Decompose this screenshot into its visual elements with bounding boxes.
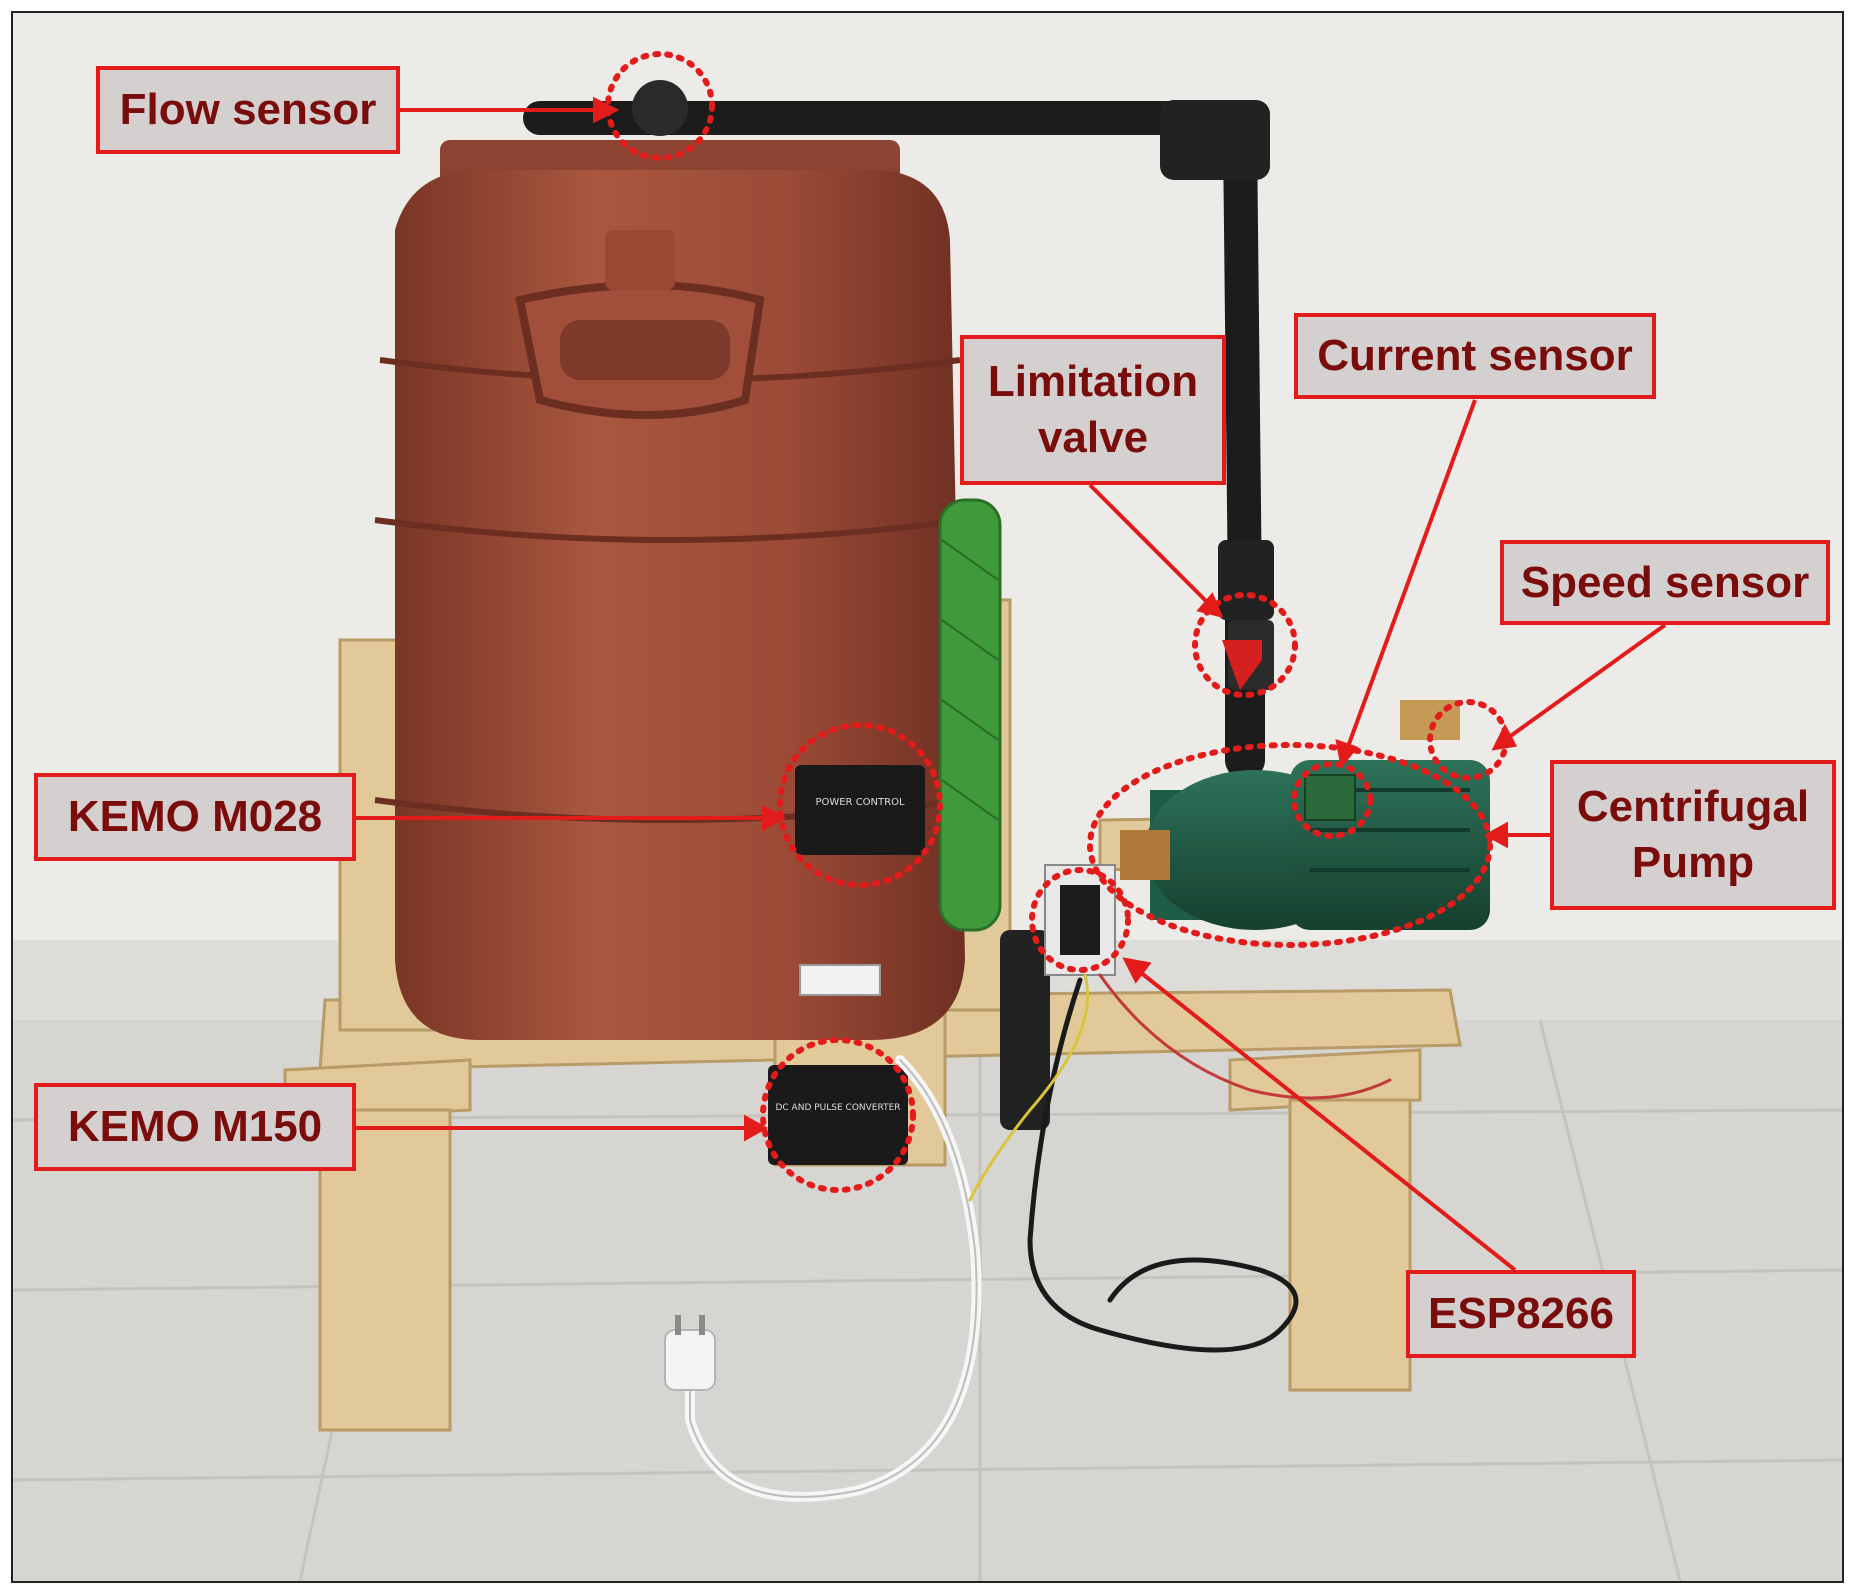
pipe-elbow [1160, 100, 1270, 180]
power-plug [664, 1315, 716, 1391]
barrel [374, 140, 966, 1040]
flow-sensor-device [632, 80, 688, 136]
dc-pulse-converter-text: DC AND PULSE CONVERTER [775, 1103, 900, 1113]
limitation-valve-label-line1: Limitation [987, 357, 1199, 406]
power-control-text: POWER CONTROL [815, 797, 904, 808]
kemo-m150-label: KEMO M150 [34, 1083, 356, 1171]
centrifugal-pump-label-line2: Pump [1631, 838, 1755, 887]
flow-sensor-label: Flow sensor [96, 66, 400, 154]
current-sensor-label-text: Current sensor [1317, 331, 1633, 380]
valve-handle [1222, 640, 1262, 690]
kemo-m150-label-text: KEMO M150 [67, 1102, 323, 1151]
current-sensor-label: Current sensor [1294, 313, 1656, 399]
pipe-coupling [1218, 540, 1274, 620]
esp8266-device [1060, 885, 1100, 955]
speed-sensor-label: Speed sensor [1500, 540, 1830, 625]
esp8266-highlight [1029, 867, 1131, 973]
flow-sensor-highlight [605, 51, 715, 161]
centrifugal-pump-label: Centrifugal Pump [1550, 760, 1836, 910]
callout-arrows [355, 96, 1667, 1272]
kemo-m028-label: KEMO M028 [34, 773, 356, 861]
kemo-m028-device [795, 765, 925, 855]
riser-pipe [1000, 930, 1050, 1130]
kemo-m150-highlight [760, 1037, 916, 1193]
current-sensor-highlight [1291, 761, 1373, 839]
cables [685, 973, 1392, 1502]
current-sensor-device [1304, 774, 1356, 821]
limitation-valve-highlight [1192, 592, 1298, 698]
kemo-m028-label-text: KEMO M028 [67, 792, 323, 841]
kemo-m028-highlight [777, 722, 943, 888]
terminal-block [799, 964, 881, 996]
kemo-m150-device [768, 1065, 908, 1165]
esp8266-label-text: ESP8266 [1428, 1289, 1614, 1338]
flow-sensor-label-text: Flow sensor [119, 85, 377, 134]
esp8266-label: ESP8266 [1406, 1270, 1636, 1358]
centrifugal-pump-highlight [1087, 742, 1493, 948]
limitation-valve-label: Limitation valve [960, 335, 1226, 485]
hose-mesh [941, 539, 999, 821]
limitation-valve-label-line2: valve [1037, 413, 1149, 462]
speed-sensor-label-text: Speed sensor [1520, 557, 1810, 607]
green-hose [938, 498, 1002, 932]
centrifugal-pump-label-line1: Centrifugal [1576, 782, 1810, 831]
